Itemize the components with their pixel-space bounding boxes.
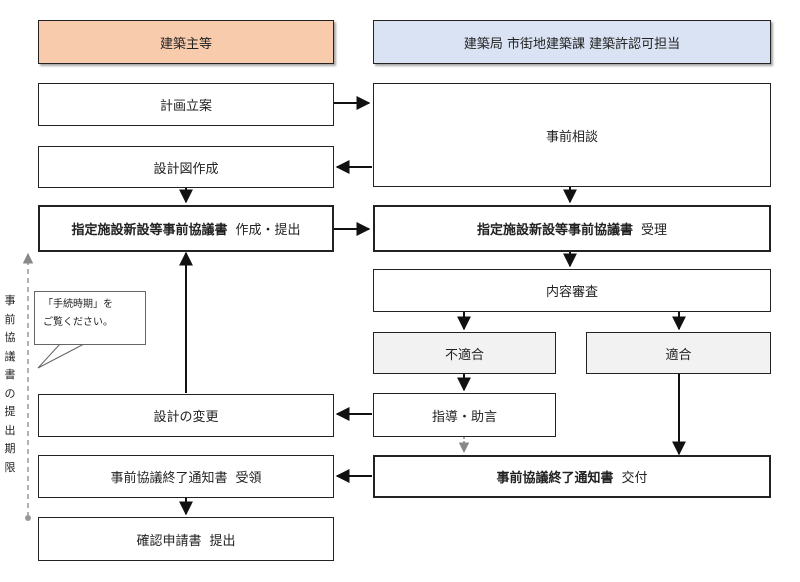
box-plan-label: 計画立案 [159, 99, 212, 114]
box-accept: 指定施設新設等事前協議書受理 [373, 205, 771, 252]
header-authority: 建築局 市街地建築課 建築許認可担当 [373, 20, 771, 64]
box-design-change: 設計の変更 [38, 394, 334, 437]
box-design-change-label: 設計の変更 [153, 410, 219, 425]
box-plan: 計画立案 [38, 83, 334, 126]
box-review: 内容審査 [373, 269, 771, 312]
box-receive-rest: 受領 [235, 471, 262, 486]
header-applicant: 建築主等 [38, 20, 334, 64]
box-conform-label: 適合 [665, 347, 692, 363]
box-consult-label: 事前相談 [545, 129, 598, 145]
box-design-doc: 設計図作成 [38, 146, 334, 188]
header-applicant-label: 建築主等 [159, 36, 212, 52]
box-submit: 指定施設新設等事前協議書作成・提出 [38, 205, 334, 252]
box-nonconform-label: 不適合 [444, 347, 484, 363]
callout-tail [37, 343, 85, 369]
box-nonconform: 不適合 [373, 332, 556, 374]
deadline-start-dot [25, 515, 31, 521]
box-receive-bold: 事前協議終了通知書 [110, 471, 228, 486]
box-receive: 事前協議終了通知書受領 [38, 455, 334, 498]
deadline-label: 事前協議書の提出期限 [4, 294, 16, 474]
callout-line-1: 「手続時期」を [43, 299, 113, 310]
callout-line-2: ご覧ください。 [43, 317, 113, 328]
box-issue-rest: 交付 [621, 471, 648, 486]
box-issue: 事前協議終了通知書交付 [373, 455, 771, 498]
callout-note: 「手続時期」を ご覧ください。 [34, 291, 146, 345]
box-review-label: 内容審査 [545, 285, 598, 300]
box-design-doc-label: 設計図作成 [153, 161, 219, 177]
box-conform: 適合 [586, 332, 771, 374]
box-confirm-rest: 提出 [209, 533, 236, 549]
box-issue-bold: 事前協議終了通知書 [496, 471, 614, 486]
box-consult: 事前相談 [373, 83, 771, 187]
box-submit-bold: 指定施設新設等事前協議書 [71, 223, 228, 238]
header-authority-label: 建築局 市街地建築課 建築許認可担当 [463, 36, 681, 52]
box-submit-rest: 作成・提出 [235, 223, 301, 238]
box-confirm-label: 確認申請書 [136, 533, 202, 549]
box-guidance: 指導・助言 [373, 393, 556, 437]
box-accept-rest: 受理 [641, 223, 668, 238]
box-accept-bold: 指定施設新設等事前協議書 [476, 223, 633, 238]
box-confirm: 確認申請書提出 [38, 517, 334, 561]
box-guidance-label: 指導・助言 [431, 409, 497, 425]
